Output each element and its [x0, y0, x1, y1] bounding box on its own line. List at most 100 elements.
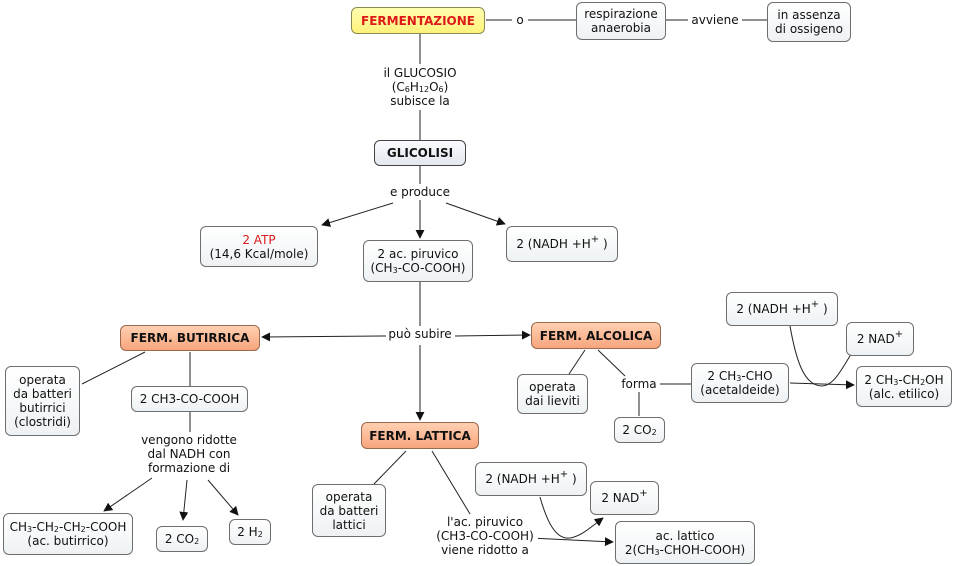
node-lieviti-line2: dai lieviti [525, 394, 580, 408]
arrow-to-lattico [529, 537, 614, 547]
node-alc-etilico[interactable]: 2 CH3-CH2OH (alc. etilico) [856, 366, 952, 407]
node-ferm-alcolica[interactable]: FERM. ALCOLICA [531, 322, 661, 349]
node-respirazione-line1: respirazione [584, 7, 658, 21]
node-batteri-butirrici-line: butirrici [19, 401, 66, 415]
node-h2[interactable]: 2 H2 [229, 519, 271, 545]
node-lattici-line: operata [325, 489, 373, 504]
node-ferm-butirrica[interactable]: FERM. BUTIRRICA [120, 325, 260, 351]
label-piruvico-rid-line1: l'ac. piruvico [446, 515, 524, 529]
node-fermentazione-text: FERMENTAZIONE [361, 13, 475, 28]
node-glicolisi[interactable]: GLICOLISI [374, 140, 466, 166]
node-batteri-butirrici-line: da batteri [13, 387, 72, 401]
node-operata-lieviti[interactable]: operata dai lieviti [517, 374, 588, 414]
node-assenza-line2: di ossigeno [775, 22, 843, 36]
node-h2-text: 2 H2 [237, 525, 263, 539]
arrow-to-butirrico [103, 477, 153, 512]
formula-part: -CH [58, 520, 81, 534]
node-assenza-ossigeno[interactable]: in assenza di ossigeno [767, 2, 851, 42]
formula-part: 2 CH [864, 372, 894, 387]
node-2-atp[interactable]: 2 ATP (14,6 Kcal/mole) [200, 226, 318, 267]
node-batteri-butirrici[interactable]: operata da batteri butirrici (clostridi) [5, 366, 80, 436]
node-batteri-lattici[interactable]: operata da batteri lattici [312, 484, 386, 537]
arrow-nadh-to-nad-alc [789, 325, 861, 387]
node-nad-lat-text: 2 NAD+ [601, 489, 647, 506]
node-ac-lattico[interactable]: ac. lattico 2(CH3-CHOH-COOH) [615, 521, 755, 564]
node-2-nadh[interactable]: 2 (NADH +H+ ) [506, 226, 618, 262]
node-2-ch3-co-cooh[interactable]: 2 CH3-CO-COOH [131, 386, 248, 412]
formula-part: -CHOH-COOH) [659, 542, 746, 557]
formula-part: -CO-COOH) [397, 261, 466, 275]
label-avviene: avviene [688, 13, 742, 27]
node-acetaldeide-line1: 2 CH3-CHO [707, 369, 772, 383]
arrow-to-atp [321, 202, 394, 227]
node-glicolisi-text: GLICOLISI [386, 146, 454, 160]
formula-sub: 12 [418, 85, 430, 94]
node-acetaldeide[interactable]: 2 CH3-CHO (acetaldeide) [691, 363, 789, 403]
formula-part: -CH [898, 372, 921, 387]
formula-sub: 3 [893, 377, 899, 387]
node-ac-butirrico[interactable]: CH3-CH2-CH2-COOH (ac. butirrico) [3, 513, 133, 555]
node-co2-alcolica[interactable]: 2 CO2 [614, 417, 665, 443]
formula-part: 2 (NADH +H [516, 237, 591, 251]
formula-part: 2 (NADH +H [485, 472, 560, 486]
node-2-ac-piruvico[interactable]: 2 ac. piruvico (CH3-CO-COOH) [363, 240, 473, 282]
node-assenza-line1: in assenza [777, 8, 841, 22]
node-nadh-lat-text: 2 (NADH +H+ ) [485, 470, 576, 487]
formula-part: -COOH [85, 520, 127, 534]
arrow-to-alcolica [454, 330, 531, 340]
formula-sup: + [894, 329, 904, 340]
formula-sub: 2 [920, 377, 926, 387]
label-piruvico-rid-line2: (CH3-CO-COOH) [436, 529, 534, 543]
label-piruvico-ridotto: l'ac. piruvico (CH3-CO-COOH) viene ridot… [432, 515, 538, 557]
formula-sub: 3 [27, 525, 33, 534]
node-batteri-butirrici-line: (clostridi) [14, 415, 71, 429]
node-ferm-lattica[interactable]: FERM. LATTICA [361, 422, 479, 449]
node-co2-but-text: 2 CO2 [165, 532, 199, 546]
formula-sub: 2 [257, 530, 263, 539]
arrow-nadh-to-nad-lat [539, 496, 604, 539]
node-respirazione-line2: anaerobia [590, 21, 651, 35]
node-atp-line2: (14,6 Kcal/mole) [209, 246, 309, 261]
node-nadh-alc-text: 2 (NADH +H+ ) [736, 300, 827, 317]
formula-sub: 6 [404, 85, 410, 94]
node-lattica-text: FERM. LATTICA [369, 428, 471, 443]
formula-part: 2 NAD [856, 332, 895, 346]
label-glucosio-formula: (C6H12O6) [372, 80, 468, 94]
formula-part: (CH [370, 261, 393, 275]
arrow-to-etilico [789, 380, 855, 390]
node-alcolica-text: FERM. ALCOLICA [539, 328, 653, 343]
formula-part: -CH [32, 520, 54, 534]
formula-sub: 2 [651, 428, 657, 437]
node-respirazione-anaerobia[interactable]: respirazione anaerobia [576, 2, 666, 40]
node-butirrico-line1: CH3-CH2-CH2-COOH [10, 520, 127, 534]
node-nadh-lattica[interactable]: 2 (NADH +H+ ) [475, 462, 587, 496]
node-piruvico-line2: (CH3-CO-COOH) [371, 261, 466, 275]
label-piruvico-rid-line3: viene ridotto a [441, 543, 529, 557]
node-lattico-line2: 2(CH3-CHOH-COOH) [625, 543, 745, 557]
link-lattica-batteri [373, 450, 407, 485]
label-e-produce: e produce [384, 185, 456, 199]
node-nad-alcolica[interactable]: 2 NAD+ [846, 322, 914, 356]
node-co2-butirrica[interactable]: 2 CO2 [156, 526, 208, 552]
node-etilico-line2: (alc. etilico) [868, 386, 940, 401]
node-nadh-alcolica[interactable]: 2 (NADH +H+ ) [726, 292, 838, 326]
node-nad-alc-text: 2 NAD+ [856, 329, 904, 347]
link-alcolica-lieviti [568, 349, 586, 375]
formula-sub: 2 [53, 525, 59, 534]
node-piruvico-line1: 2 ac. piruvico [377, 247, 459, 261]
formula-part: OH [925, 372, 944, 387]
label-forma: forma [618, 377, 660, 391]
formula-part: 2 (NADH +H [736, 302, 811, 316]
arrow-to-butirrica [261, 332, 387, 342]
link-butirrica-batteri [81, 351, 146, 385]
label-o: o [512, 13, 528, 27]
formula-part: ) [443, 80, 449, 94]
label-vengono-line3: formazione di [147, 461, 231, 475]
node-lattici-line: lattici [332, 517, 366, 532]
formula-sub: 2 [80, 525, 86, 534]
node-ch3cocooh-text: 2 CH3-CO-COOH [139, 392, 240, 406]
formula-part: ) [599, 237, 608, 251]
node-fermentazione[interactable]: FERMENTAZIONE [351, 7, 485, 34]
formula-sup: + [590, 234, 600, 245]
node-nad-lattica[interactable]: 2 NAD+ [590, 481, 659, 515]
